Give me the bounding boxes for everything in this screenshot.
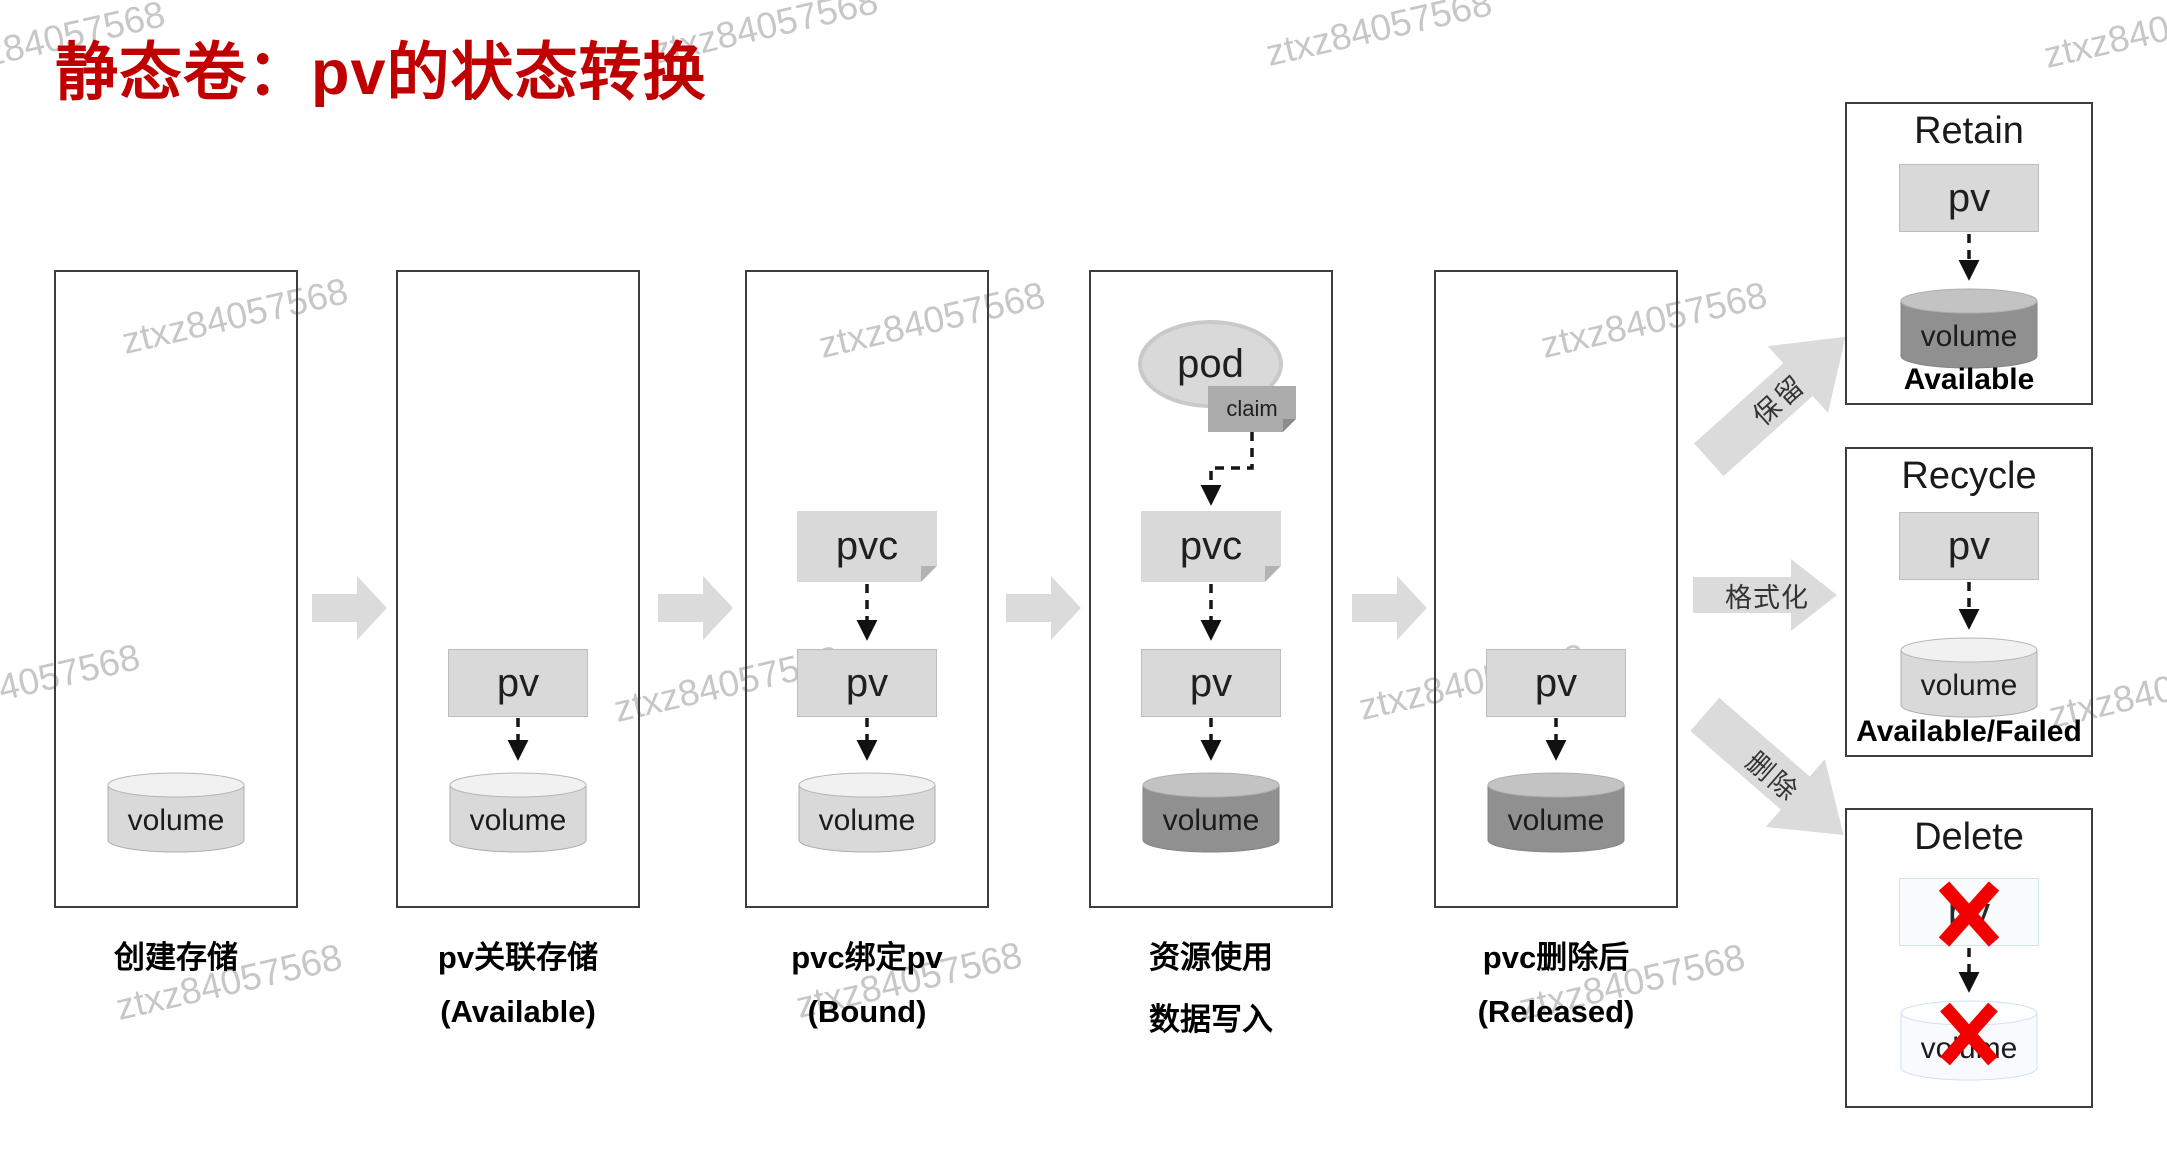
pv-node: pv — [797, 649, 937, 717]
pv-label: pv — [1947, 523, 1991, 568]
outcome-title: Retain — [1914, 110, 2024, 152]
subcaption-text: 数据写入 — [1149, 1002, 1273, 1037]
dashed-arrow-pv-to-volume — [1958, 948, 1980, 993]
stage-caption-1: 创建存储 — [11, 932, 341, 994]
stage-caption-5: pvc删除后 (Released) — [1391, 932, 1721, 1030]
outcome-status: Available/Failed — [1856, 715, 2082, 748]
pv-label: pv — [1947, 175, 1991, 220]
pv-node: pv — [1899, 512, 2039, 580]
dashed-arrow-pv-to-volume — [1958, 582, 1980, 630]
pv-node: pv — [448, 649, 588, 717]
pv-node: pv — [1141, 649, 1281, 717]
pod-label: pod — [1177, 341, 1244, 386]
caption-text: 资源使用 — [1149, 940, 1273, 975]
cylinder-icon — [449, 772, 587, 853]
block-arrow-icon — [1694, 336, 1846, 477]
stage-caption-3: pvc绑定pv (Bound) — [702, 932, 1032, 1030]
volume-node: volume — [1899, 637, 2039, 719]
outcome-title: Recycle — [1901, 455, 2037, 497]
pvc-label: pvc — [1179, 524, 1243, 568]
transition-arrow-delete: 删除 — [1673, 678, 1876, 872]
pv-node: pv — [1486, 649, 1626, 717]
outcome-box-recycle: Recycle pv volume Available/Failed — [1845, 447, 2093, 757]
claim-label: claim — [1226, 396, 1278, 421]
volume-label: volume — [469, 804, 567, 837]
volume-label: volume — [1920, 669, 2018, 702]
caption-text: 创建存储 — [114, 940, 238, 975]
volume-node: volume — [1486, 772, 1626, 854]
volume-node: volume — [797, 772, 937, 854]
transition-label: 格式化 — [1725, 582, 1809, 613]
pv-label: pv — [1534, 660, 1578, 705]
stage-caption-2: pv关联存储 (Available) — [353, 932, 683, 1030]
volume-node: volume — [106, 772, 246, 854]
outcome-status: Available — [1903, 363, 2035, 396]
pvc-label: pvc — [835, 524, 899, 568]
block-arrow-icon — [1693, 559, 1837, 631]
outcome-title: Delete — [1914, 816, 2024, 858]
dashed-arrow-pv-to-volume — [1545, 718, 1567, 761]
claim-node: claim — [1208, 386, 1296, 432]
block-arrow-icon — [1690, 697, 1844, 836]
pvc-node: pvc — [797, 511, 937, 582]
cylinder-icon — [1487, 772, 1625, 853]
pv-label: pv — [1189, 660, 1233, 705]
volume-label: volume — [818, 804, 916, 837]
cylinder-icon — [1900, 288, 2038, 369]
stage-box-released: pv volume — [1434, 270, 1678, 908]
volume-node: volume — [1899, 288, 2039, 370]
cylinder-icon — [1142, 772, 1280, 853]
pvc-node: pvc — [1141, 511, 1281, 582]
red-x-icon — [1938, 881, 2000, 947]
pv-node: pv — [1899, 164, 2039, 232]
stage-caption-4: 资源使用 数据写入 — [1046, 932, 1376, 1039]
subcaption-text: (Bound) — [807, 994, 927, 1029]
flow-arrow-icon — [1352, 576, 1427, 640]
volume-node: volume — [448, 772, 588, 854]
subcaption-text: (Released) — [1477, 994, 1635, 1029]
volume-label: volume — [1507, 804, 1605, 837]
outcome-box-retain: Retain pv volume Available — [1845, 102, 2093, 405]
pv-label: pv — [845, 660, 889, 705]
caption-text: pv关联存储 — [437, 940, 599, 975]
volume-label: volume — [1162, 804, 1260, 837]
cylinder-icon — [1900, 637, 2038, 718]
outcome-box-delete: Delete pv volume — [1845, 808, 2093, 1108]
stage-box-resource-use: pod claim pvc pv volume — [1089, 270, 1333, 908]
dashed-arrows — [856, 584, 878, 761]
dashed-arrow-pv-to-volume — [1958, 234, 1980, 281]
volume-label: volume — [1920, 320, 2018, 353]
volume-node-deleted: volume — [1899, 1000, 2039, 1082]
watermark: ztxz84057568 — [1262, 0, 1496, 74]
stage-box-pvc-bound: pvc pv volume — [745, 270, 989, 908]
flow-arrow-icon — [312, 576, 387, 640]
subcaption-text: (Available) — [440, 994, 596, 1029]
volume-label: volume — [127, 804, 225, 837]
caption-text: pvc删除后 — [1482, 940, 1630, 975]
cylinder-icon — [1900, 1000, 2038, 1081]
flow-arrow-icon — [658, 576, 733, 640]
transition-arrow-format: 格式化 — [1693, 556, 1838, 634]
stage-box-create-storage: volume — [54, 270, 298, 908]
stage-box-pv-available: pv volume — [396, 270, 640, 908]
dashed-arrow-pv-to-volume — [507, 718, 529, 761]
transition-arrow-retain: 保留 — [1677, 300, 1879, 495]
watermark: ztxz84057568 — [2040, 0, 2167, 76]
cylinder-icon — [107, 772, 245, 853]
caption-text: pvc绑定pv — [791, 940, 943, 975]
page-title: 静态卷：pv的状态转换 — [55, 38, 707, 108]
red-x-icon — [1940, 1002, 1998, 1066]
cylinder-icon — [798, 772, 936, 853]
pv-label: pv — [496, 660, 540, 705]
volume-node: volume — [1141, 772, 1281, 854]
flow-arrow-icon — [1006, 576, 1081, 640]
dashed-arrows — [1200, 432, 1254, 761]
